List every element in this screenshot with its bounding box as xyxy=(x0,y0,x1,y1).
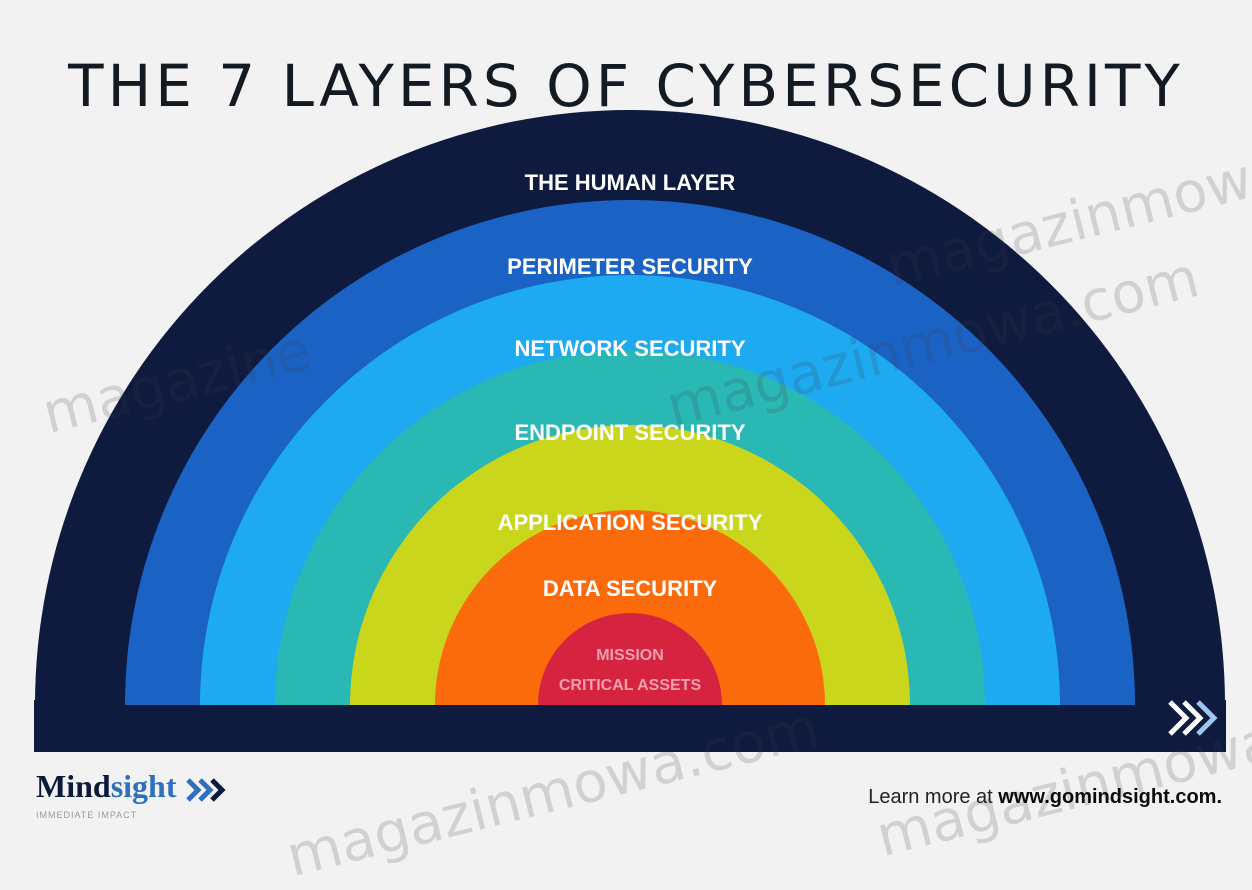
learn-more-prefix: Learn more at xyxy=(868,786,999,808)
layer-label-7-line-1: MISSION xyxy=(596,647,664,664)
layer-label-2: PERIMETER SECURITY xyxy=(507,254,753,279)
layer-label-5: APPLICATION SECURITY xyxy=(498,510,763,535)
base-band xyxy=(34,700,1226,752)
infographic-frame: THE 7 LAYERS OF CYBERSECURITY THE HUMAN … xyxy=(34,52,1252,890)
layer-label-6: DATA SECURITY xyxy=(543,576,718,601)
learn-more-link[interactable]: www.gomindsight.com. xyxy=(998,786,1222,808)
brand-name-accent: sight xyxy=(110,768,177,804)
layers-diagram: THE HUMAN LAYER PERIMETER SECURITY NETWORK… xyxy=(34,110,1226,752)
layer-arc-7 xyxy=(538,613,722,705)
layer-label-3: NETWORK SECURITY xyxy=(515,336,746,361)
chevron-right-icon xyxy=(1162,694,1222,742)
brand-name: Mind xyxy=(36,768,111,804)
layer-label-4: ENDPOINT SECURITY xyxy=(514,420,745,445)
layer-label-1: THE HUMAN LAYER xyxy=(525,170,736,195)
brand-tagline: IMMEDIATE IMPACT xyxy=(36,810,138,820)
brand-logo: Mindsight xyxy=(36,768,228,805)
page-title: THE 7 LAYERS OF CYBERSECURITY xyxy=(68,52,1184,120)
layer-label-7-line-2: CRITICAL ASSETS xyxy=(559,677,702,694)
layer-arc-6 xyxy=(435,510,825,705)
learn-more-text: Learn more at www.gomindsight.com. xyxy=(868,786,1222,809)
brand-chevron-icon xyxy=(186,777,227,802)
